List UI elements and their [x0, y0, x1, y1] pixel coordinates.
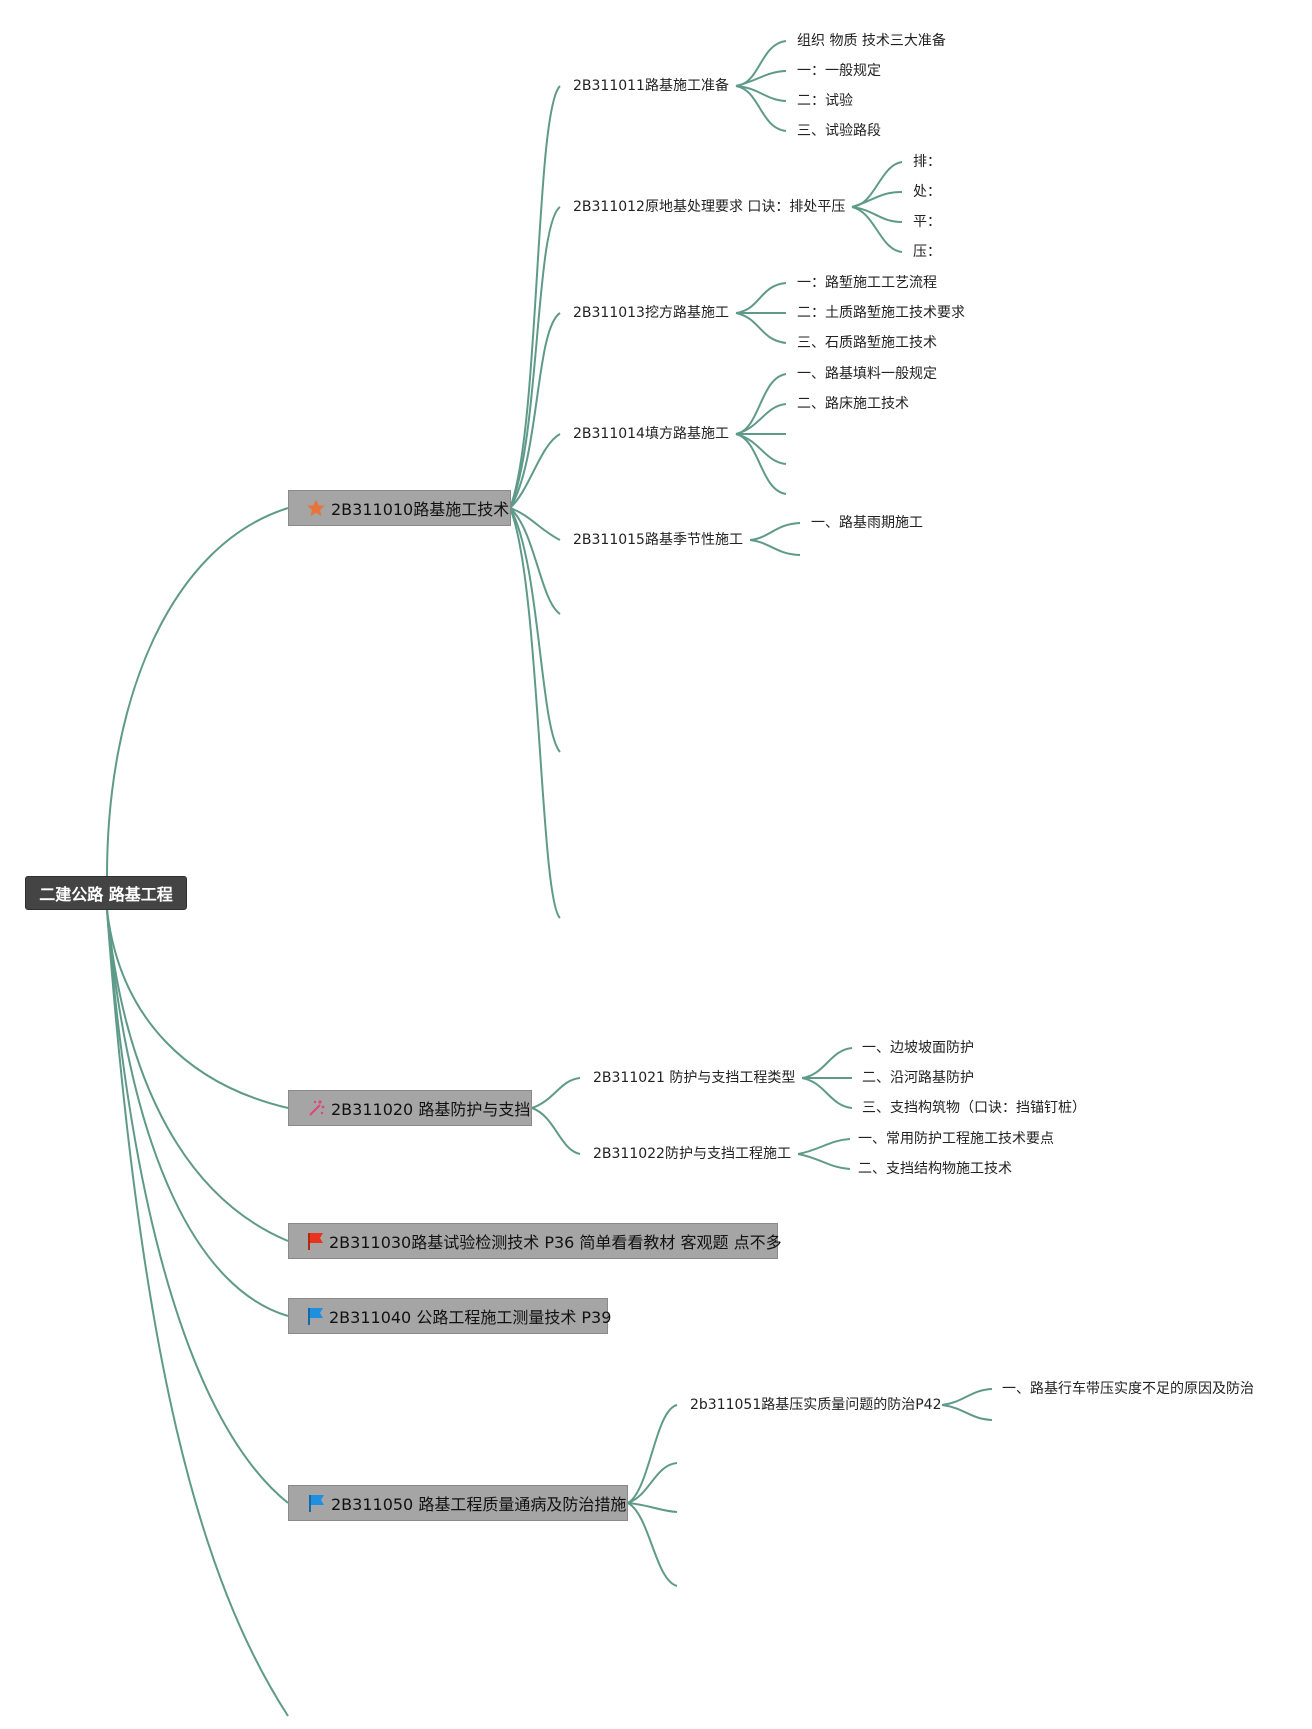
root-node[interactable]: 二建公路 路基工程: [25, 876, 187, 910]
leaf-node[interactable]: 处：: [913, 184, 941, 200]
topic-label: 2B311050 路基工程质量通病及防治措施: [331, 1495, 627, 1514]
leaf-node[interactable]: 三、试验路段: [797, 123, 881, 139]
topic-survey-technology[interactable]: 2B311040 公路工程施工测量技术 P39: [288, 1298, 612, 1334]
leaf-node[interactable]: 一、常用防护工程施工技术要点: [858, 1131, 1054, 1147]
blue-flag-icon: [305, 1492, 327, 1514]
leaf-node[interactable]: 一、路基雨期施工: [811, 515, 923, 531]
leaf-node[interactable]: 排：: [913, 154, 941, 170]
leaf-node[interactable]: 一、路基填料一般规定: [797, 366, 937, 382]
leaf-node[interactable]: 一：路堑施工工艺流程: [797, 275, 937, 291]
leaf-node[interactable]: 三、石质路堑施工技术: [797, 335, 937, 351]
sparkle-icon: [305, 1097, 327, 1119]
topic-protection-retaining[interactable]: 2B311020 路基防护与支挡: [288, 1090, 532, 1126]
topic-testing-detection[interactable]: 2B311030路基试验检测技术 P36 简单看看教材 客观题 点不多: [288, 1223, 782, 1259]
leaf-node[interactable]: 一：一般规定: [797, 63, 881, 79]
topic-label: 2B311010路基施工技术: [331, 500, 510, 519]
subtopic-fill-roadbed[interactable]: 2B311014填方路基施工: [573, 426, 729, 442]
topic-roadbed-construction[interactable]: 2B311010路基施工技术: [288, 490, 511, 526]
subtopic-foundation-treatment[interactable]: 2B311012原地基处理要求 口诀：排处平压: [573, 199, 846, 215]
blue-flag-icon: [305, 1305, 325, 1327]
subtopic-seasonal-construction[interactable]: 2B311015路基季节性施工: [573, 532, 743, 548]
leaf-node[interactable]: 一、路基行车带压实度不足的原因及防治: [1002, 1381, 1254, 1397]
subtopic-excavation-roadbed[interactable]: 2B311013挖方路基施工: [573, 305, 729, 321]
star-icon: [305, 497, 327, 519]
leaf-node[interactable]: 二：试验: [797, 93, 853, 109]
leaf-node[interactable]: 压：: [913, 244, 941, 260]
leaf-node[interactable]: 二：土质路堑施工技术要求: [797, 305, 965, 321]
root-label: 二建公路 路基工程: [39, 885, 173, 904]
subtopic-protection-types[interactable]: 2B311021 防护与支挡工程类型: [593, 1070, 796, 1086]
leaf-node[interactable]: 二、沿河路基防护: [862, 1070, 974, 1086]
leaf-node[interactable]: 三、支挡构筑物（口诀：挡锚钉桩）: [862, 1100, 1086, 1116]
leaf-node[interactable]: 二、路床施工技术: [797, 396, 909, 412]
subtopic-roadbed-preparation[interactable]: 2B311011路基施工准备: [573, 78, 729, 94]
subtopic-compaction-quality[interactable]: 2b311051路基压实质量问题的防治P42: [690, 1397, 942, 1413]
topic-label: 2B311020 路基防护与支挡: [331, 1100, 531, 1119]
leaf-node[interactable]: 平：: [913, 214, 941, 230]
red-flag-icon: [305, 1230, 325, 1252]
leaf-node[interactable]: 二、支挡结构物施工技术: [858, 1161, 1012, 1177]
leaf-node[interactable]: 组织 物质 技术三大准备: [797, 33, 946, 49]
topic-label: 2B311040 公路工程施工测量技术 P39: [329, 1308, 612, 1327]
subtopic-protection-construction[interactable]: 2B311022防护与支挡工程施工: [593, 1146, 791, 1162]
leaf-node[interactable]: 一、边坡坡面防护: [862, 1040, 974, 1056]
topic-quality-defects[interactable]: 2B311050 路基工程质量通病及防治措施: [288, 1485, 628, 1521]
topic-label: 2B311030路基试验检测技术 P36 简单看看教材 客观题 点不多: [329, 1233, 782, 1252]
